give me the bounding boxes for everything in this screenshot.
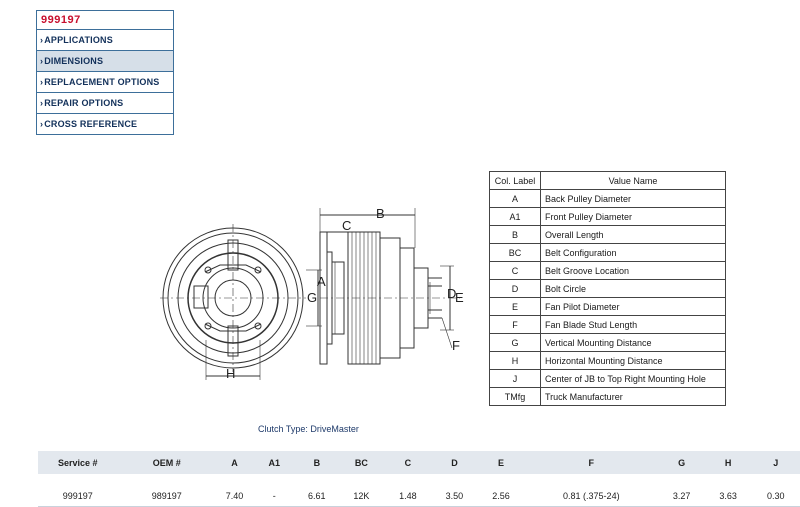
legend-value: Belt Groove Location: [540, 261, 726, 280]
cell-a1: -: [253, 485, 296, 507]
cell-c: 1.48: [384, 485, 432, 507]
data-header-row: Service # OEM # A A1 B BC C D E F G H J: [38, 451, 800, 474]
legend-label: BC: [489, 243, 541, 262]
cell-d: 3.50: [431, 485, 478, 507]
table-row: 999197 989197 7.40 - 6.61 12K 1.48 3.50 …: [38, 485, 800, 507]
nav-item-dimensions[interactable]: ›DIMENSIONS: [37, 51, 173, 72]
legend-value: Front Pulley Diameter: [540, 207, 726, 226]
cell-bc: 12K: [338, 485, 385, 507]
legend-value: Bolt Circle: [540, 279, 726, 298]
cell-j: 0.30: [751, 485, 800, 507]
data-header-d: D: [431, 451, 478, 474]
chevron-right-icon: ›: [40, 98, 44, 108]
dim-label-c: C: [342, 218, 351, 233]
data-header-g: G: [658, 451, 705, 474]
legend-value: Fan Blade Stud Length: [540, 315, 726, 334]
legend-label: C: [489, 261, 541, 280]
cell-g: 3.27: [658, 485, 705, 507]
nav-item-label: CROSS REFERENCE: [44, 119, 138, 129]
fan-clutch-dimension-drawing: B C A G H D E F: [160, 206, 464, 381]
data-header-c: C: [384, 451, 432, 474]
dim-label-e: E: [455, 290, 464, 305]
dim-label-h: H: [226, 366, 235, 381]
legend-label: B: [489, 225, 541, 244]
nav-item-label: DIMENSIONS: [44, 56, 104, 66]
front-view: [160, 224, 322, 380]
dim-label-a: A: [317, 274, 326, 289]
dim-label-g: G: [307, 290, 317, 305]
legend-header-row: Col. Label Value Name: [489, 171, 726, 190]
legend-label: J: [489, 369, 541, 388]
chevron-right-icon: ›: [40, 56, 44, 66]
cell-b: 6.61: [295, 485, 339, 507]
legend-label: TMfg: [489, 387, 541, 406]
data-header-j: J: [751, 451, 800, 474]
legend-label: A: [489, 189, 541, 208]
nav-item-cross-reference[interactable]: ›CROSS REFERENCE: [37, 114, 173, 135]
data-header-a: A: [215, 451, 254, 474]
chevron-right-icon: ›: [40, 35, 44, 45]
dim-label-b: B: [376, 206, 385, 221]
cell-a: 7.40: [215, 485, 254, 507]
cell-service: 999197: [38, 485, 118, 507]
legend-label: E: [489, 297, 541, 316]
legend-value: Back Pulley Diameter: [540, 189, 726, 208]
data-header-f: F: [524, 451, 659, 474]
legend-value: Fan Pilot Diameter: [540, 297, 726, 316]
cell-oem: 989197: [117, 485, 216, 507]
data-header-e: E: [477, 451, 525, 474]
legend-label: D: [489, 279, 541, 298]
data-header-bc: BC: [338, 451, 385, 474]
data-header-h: H: [704, 451, 752, 474]
legend-header-label: Col. Label: [489, 171, 541, 190]
nav-item-repair-options[interactable]: ›REPAIR OPTIONS: [37, 93, 173, 114]
clutch-type-caption: Clutch Type: DriveMaster: [258, 424, 359, 434]
side-view: [319, 208, 460, 365]
legend-value: Truck Manufacturer: [540, 387, 726, 406]
legend-label: F: [489, 315, 541, 334]
nav-item-label: REPAIR OPTIONS: [44, 98, 124, 108]
cell-e: 2.56: [477, 485, 525, 507]
nav-item-label: APPLICATIONS: [44, 35, 113, 45]
legend-value: Horizontal Mounting Distance: [540, 351, 726, 370]
dim-label-d: D: [447, 286, 456, 301]
legend-label: G: [489, 333, 541, 352]
data-header-service: Service #: [38, 451, 118, 474]
cell-f: 0.81 (.375-24): [524, 485, 659, 507]
data-header-b: B: [295, 451, 339, 474]
chevron-right-icon: ›: [40, 77, 44, 87]
part-number-title: 999197: [37, 11, 173, 30]
chevron-right-icon: ›: [40, 119, 44, 129]
legend-value: Center of JB to Top Right Mounting Hole: [540, 369, 726, 388]
data-header-a1: A1: [253, 451, 296, 474]
legend-label: H: [489, 351, 541, 370]
cell-h: 3.63: [704, 485, 752, 507]
table-spacer: [38, 474, 800, 485]
dim-label-f: F: [452, 338, 460, 353]
dimension-data-table: Service # OEM # A A1 B BC C D E F G H J …: [38, 451, 800, 507]
nav-item-label: REPLACEMENT OPTIONS: [44, 77, 160, 87]
nav-item-replacement-options[interactable]: ›REPLACEMENT OPTIONS: [37, 72, 173, 93]
side-nav: 999197 ›APPLICATIONS ›DIMENSIONS ›REPLAC…: [36, 10, 174, 135]
legend-value: Overall Length: [540, 225, 726, 244]
legend-value: Belt Configuration: [540, 243, 726, 262]
legend-value: Vertical Mounting Distance: [540, 333, 726, 352]
legend-label: A1: [489, 207, 541, 226]
data-header-oem: OEM #: [117, 451, 216, 474]
nav-item-applications[interactable]: ›APPLICATIONS: [37, 30, 173, 51]
legend-header-value: Value Name: [540, 171, 726, 190]
